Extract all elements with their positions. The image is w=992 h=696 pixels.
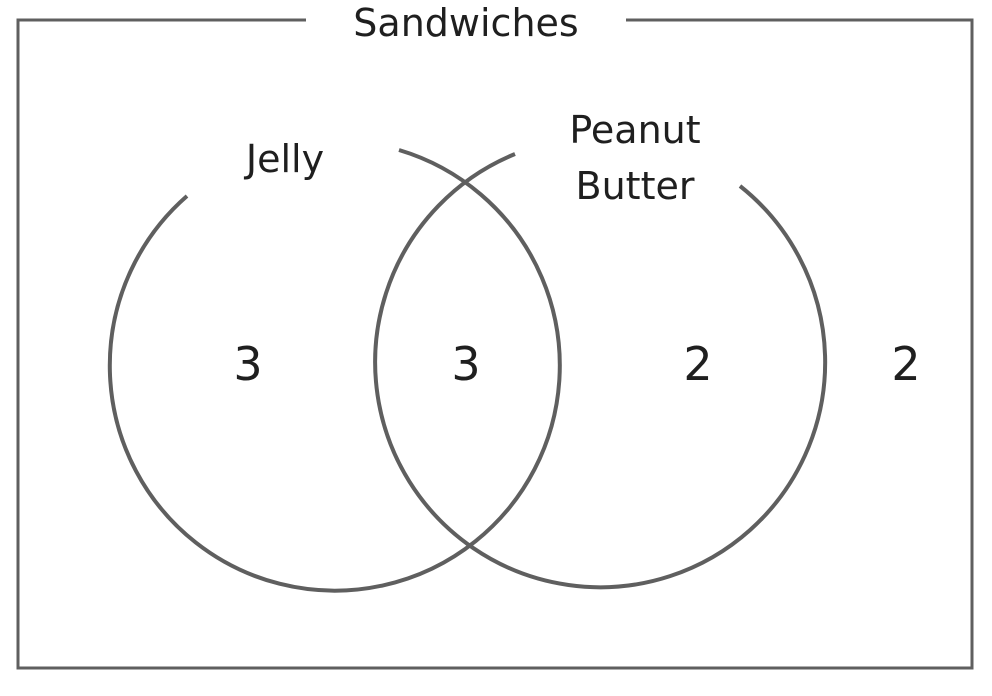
peanut-butter-label-line2: Butter: [576, 164, 695, 208]
peanut-butter-circle: [373, 152, 828, 590]
both-count: 3: [451, 337, 480, 391]
peanut-butter-label-line1: Peanut: [569, 108, 700, 152]
jelly-label: Jelly: [244, 137, 324, 181]
neither-count: 2: [891, 337, 920, 391]
universe-frame: [16, 18, 974, 670]
diagram-title: Sandwiches: [353, 1, 578, 45]
peanut-butter-only-count: 2: [683, 337, 712, 391]
jelly-circle: [107, 148, 562, 593]
jelly-only-count: 3: [233, 337, 262, 391]
